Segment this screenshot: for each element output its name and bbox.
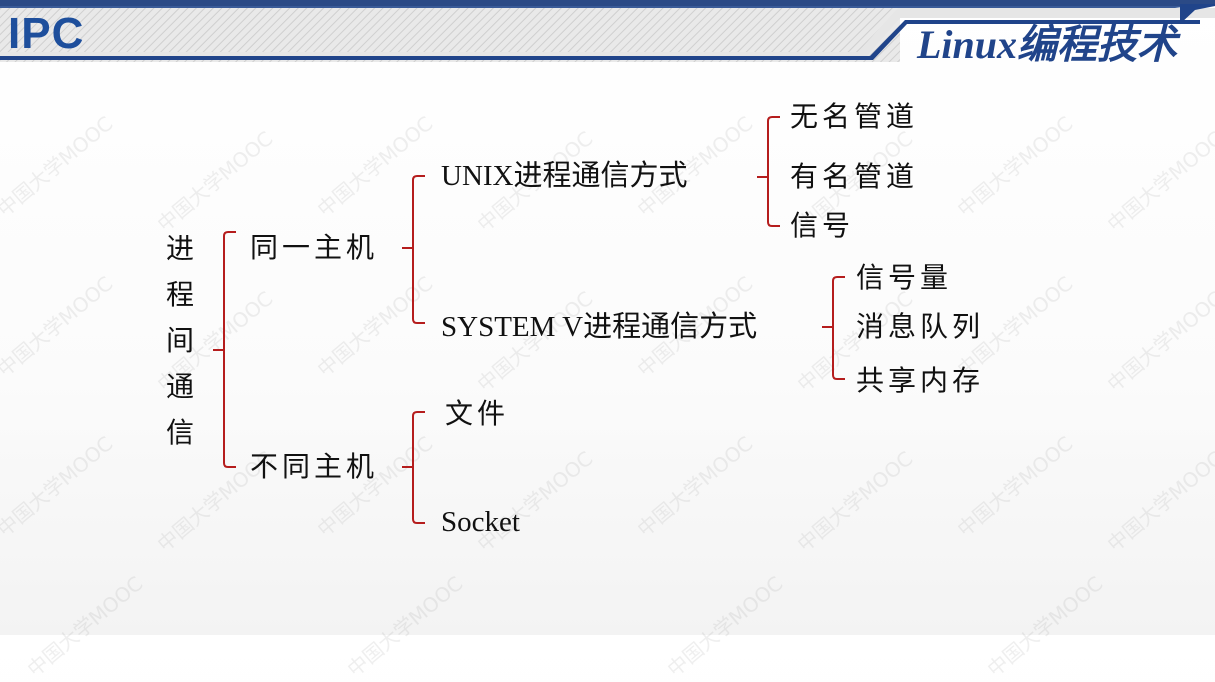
node-different-host: 不同主机 (250, 450, 379, 483)
leaf-shared-memory: 共享内存 (856, 364, 985, 397)
leaf-file: 文件 (445, 397, 510, 430)
leaf-message-queue: 消息队列 (856, 310, 985, 343)
leaf-named-pipe: 有名管道 (790, 160, 919, 193)
unix-bracket (757, 116, 780, 227)
different-host-bracket (402, 411, 425, 524)
node-unix-ipc: UNIX进程通信方式 (441, 160, 688, 192)
slide-title: IPC (8, 9, 85, 58)
leaf-signal: 信号 (790, 209, 855, 242)
header-banner (0, 0, 1215, 62)
same-host-bracket (402, 175, 425, 324)
node-systemv-ipc: SYSTEM V进程通信方式 (441, 311, 758, 343)
bracket-lines (213, 116, 845, 524)
node-same-host: 同一主机 (250, 231, 379, 264)
course-brand: Linux编程技术 (916, 22, 1177, 67)
ipc-tree-diagram: 进程间通信 同一主机 不同主机 UNIX进程通信方式 SYSTEM V进程通信方… (165, 100, 985, 538)
slide-header: IPC Linux编程技术 (0, 0, 1215, 67)
root-bracket (213, 231, 236, 468)
leaf-socket: Socket (441, 506, 520, 538)
leaf-unnamed-pipe: 无名管道 (790, 100, 919, 133)
root-node-ipc: 进程间通信 (165, 232, 194, 449)
sysv-bracket (822, 276, 845, 380)
leaf-semaphore: 信号量 (856, 261, 953, 294)
